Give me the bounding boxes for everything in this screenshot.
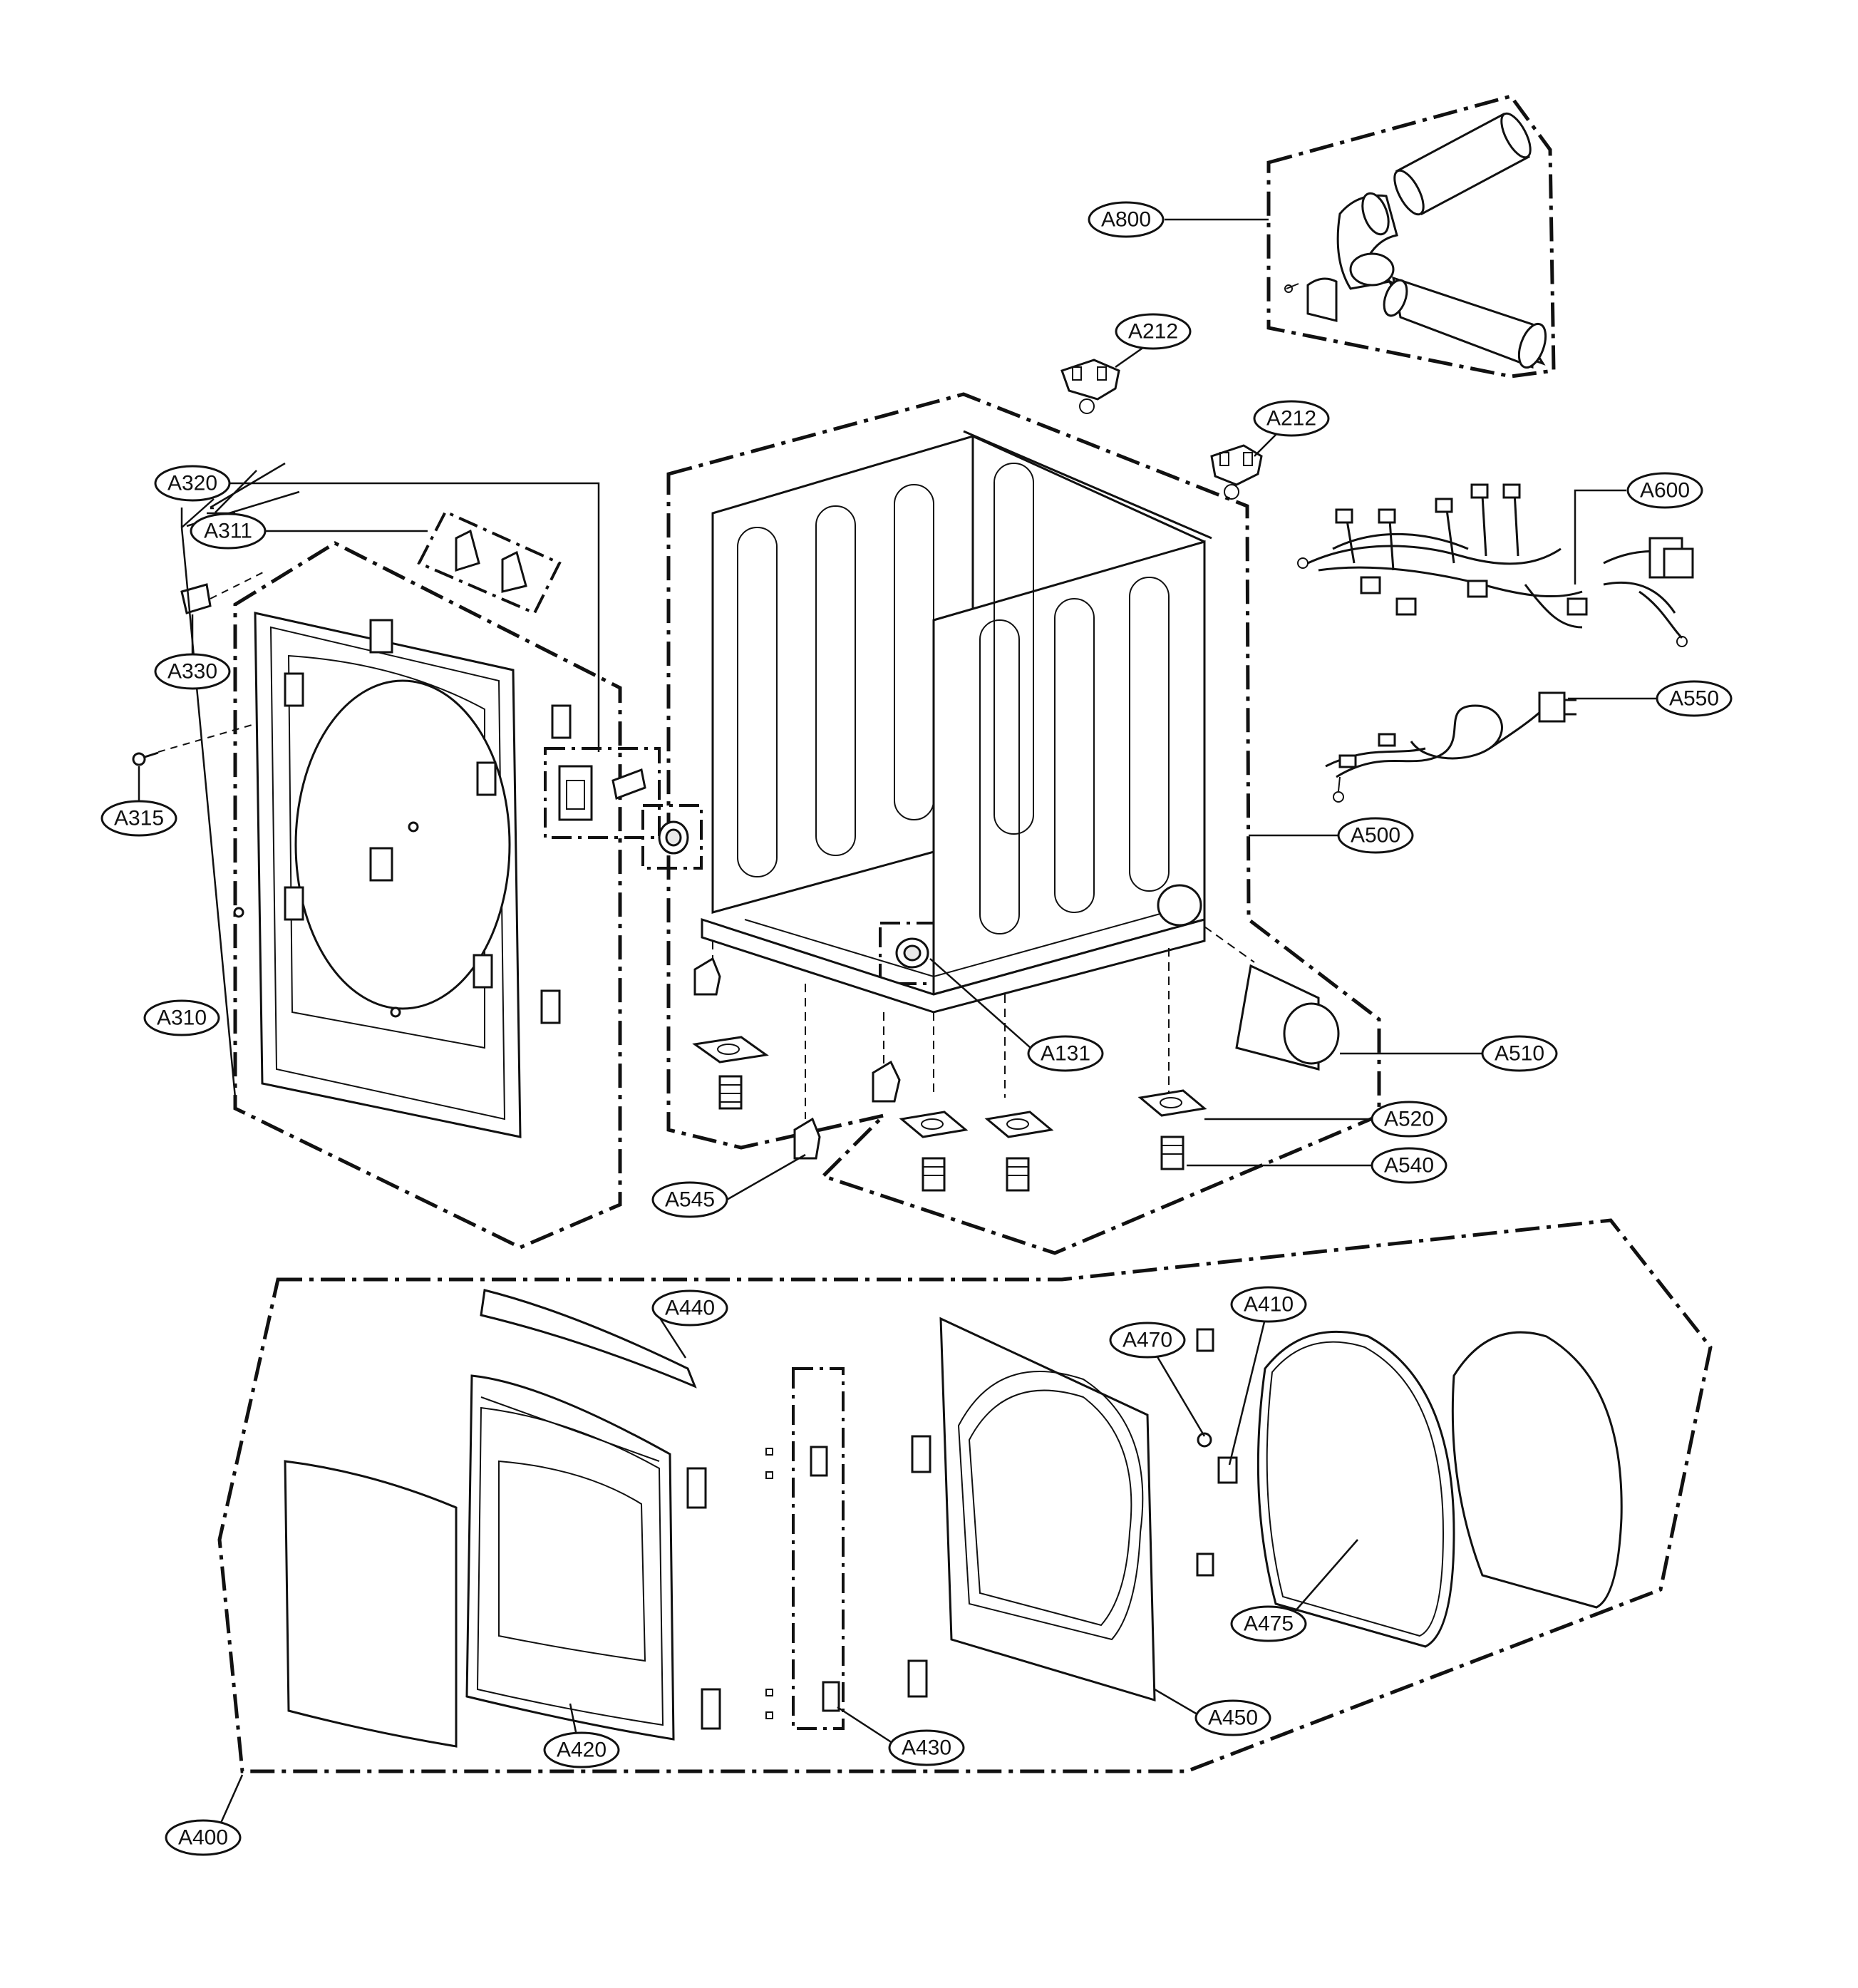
foot-group-left [692, 957, 769, 1110]
callout-a420: A420 [543, 1731, 620, 1768]
cabinet [701, 430, 1212, 1119]
a212-bracket-upper [1060, 359, 1120, 414]
power-cord [1325, 691, 1576, 803]
callout-a520-text: A520 [1384, 1108, 1434, 1131]
callout-a212-upper: A212 [1115, 313, 1192, 350]
callout-a440-text: A440 [665, 1297, 715, 1320]
callout-a510-text: A510 [1495, 1042, 1544, 1066]
callout-a320: A320 [154, 465, 231, 502]
door-back-cover [1451, 1331, 1623, 1609]
callout-a545: A545 [651, 1181, 728, 1218]
a440-trim [480, 1289, 697, 1389]
callout-a400-text: A400 [178, 1826, 228, 1850]
callout-a315-text: A315 [114, 807, 164, 830]
wire-harness [1297, 483, 1694, 647]
callout-a410: A410 [1230, 1286, 1307, 1323]
a475-gasket [1256, 1330, 1455, 1648]
a320-parts [558, 765, 646, 821]
group-outlines [217, 94, 1713, 1773]
door-assembly [284, 1289, 1623, 1748]
foot-group-mid [793, 1060, 1054, 1192]
callout-a400: A400 [165, 1819, 242, 1856]
callout-a440: A440 [651, 1289, 728, 1327]
callout-a500-text: A500 [1351, 824, 1400, 848]
callout-a600: A600 [1626, 472, 1703, 509]
callout-a330-text: A330 [167, 660, 217, 684]
a450-inner-frame [939, 1317, 1156, 1702]
a212-bracket-lower [1210, 444, 1263, 500]
callout-a520: A520 [1371, 1101, 1447, 1138]
callout-a600-text: A600 [1640, 479, 1690, 503]
callout-a470-text: A470 [1122, 1329, 1172, 1352]
rear-panel [233, 612, 572, 1138]
vent-tube [1204, 926, 1340, 1071]
door-glass [284, 1460, 458, 1748]
callout-a550-text: A550 [1669, 687, 1719, 711]
a420-front-panel [465, 1374, 675, 1741]
callout-a131: A131 [1027, 1035, 1104, 1072]
callout-a550: A550 [1656, 680, 1733, 717]
a311-brackets [455, 529, 527, 593]
callout-a800: A800 [1088, 201, 1165, 238]
leveling-feet [692, 957, 1207, 1192]
callout-a475: A475 [1230, 1605, 1307, 1642]
callout-a212-upper-text: A212 [1128, 320, 1178, 344]
callout-a430: A430 [888, 1729, 965, 1766]
callout-a430-text: A430 [902, 1736, 951, 1760]
duct-kit [1284, 112, 1547, 369]
callout-a310-text: A310 [157, 1006, 207, 1030]
leader-lines [138, 218, 1656, 1835]
callout-a475-text: A475 [1244, 1612, 1294, 1636]
callout-a450: A450 [1194, 1699, 1271, 1736]
callout-a540-text: A540 [1384, 1154, 1434, 1178]
callout-a320-text: A320 [167, 472, 217, 495]
callout-a410-text: A410 [1244, 1293, 1294, 1317]
callout-a330: A330 [154, 653, 231, 690]
callout-a500: A500 [1337, 817, 1414, 854]
callout-a310-label: A310 [143, 999, 220, 1036]
foot-group-right [1137, 1089, 1207, 1170]
callout-a212-lower: A212 [1253, 400, 1330, 437]
callout-a420-text: A420 [557, 1739, 607, 1762]
callout-a545-text: A545 [665, 1188, 715, 1212]
callout-a540: A540 [1371, 1147, 1447, 1184]
callout-a450-text: A450 [1208, 1706, 1258, 1730]
callout-a470: A470 [1109, 1322, 1186, 1359]
callout-a311-text: A311 [204, 520, 252, 543]
a131-fittings [658, 820, 929, 969]
callout-a212-lower-text: A212 [1266, 407, 1316, 431]
callout-a131-text: A131 [1041, 1042, 1090, 1066]
callout-a510: A510 [1481, 1035, 1558, 1072]
a212-parts [1060, 359, 1263, 500]
callout-a311: A311 [190, 513, 267, 550]
callout-a800-text: A800 [1101, 208, 1151, 232]
callout-a315: A315 [100, 800, 177, 837]
